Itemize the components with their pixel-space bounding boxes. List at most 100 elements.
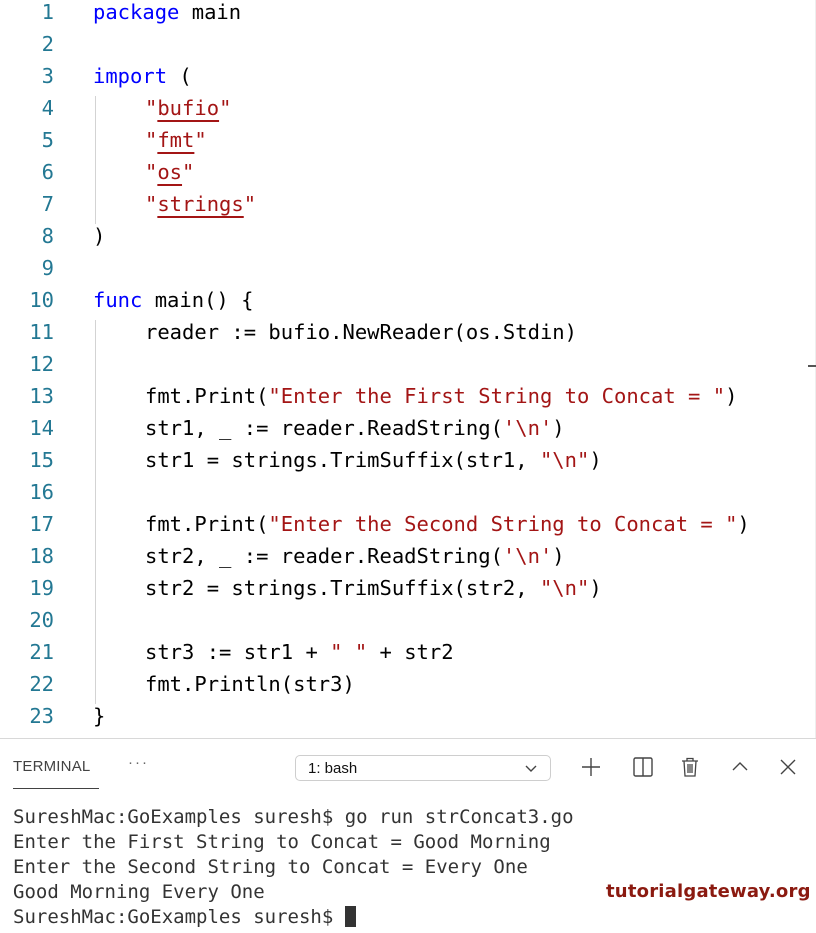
string: " ": [330, 640, 368, 664]
code-text: main: [179, 0, 242, 24]
terminal-panel: TERMINAL ··· 1: bash SureshMac:GoExample…: [0, 738, 816, 933]
line-number: 3: [41, 64, 54, 88]
line-number: 6: [41, 160, 54, 184]
code-line: 18 str2, _ := reader.ReadString('\n'): [0, 540, 816, 572]
line-number: 22: [29, 672, 54, 696]
string: ": [145, 96, 158, 120]
code-line: 22 fmt.Println(str3): [0, 668, 816, 700]
code-text: fmt.Print(: [145, 384, 269, 408]
line-number: 12: [29, 352, 54, 376]
string: ": [145, 160, 158, 184]
line-number: 1: [41, 0, 54, 24]
tab-terminal[interactable]: TERMINAL: [13, 758, 91, 775]
string: "\n": [539, 448, 590, 472]
string: "Enter the First String to Concat = ": [268, 384, 726, 408]
import-path[interactable]: strings: [157, 192, 244, 216]
line-number: 15: [29, 448, 54, 472]
code-line: 12: [0, 348, 816, 380]
terminal-output[interactable]: SureshMac:GoExamples suresh$ go run strC…: [13, 805, 574, 930]
line-number: 18: [29, 544, 54, 568]
scrollbar-marker: [808, 365, 816, 367]
line-number: 21: [29, 640, 54, 664]
line-number: 23: [29, 704, 54, 728]
code-line: 9: [0, 252, 816, 284]
terminal-line: SureshMac:GoExamples suresh$ go run strC…: [13, 806, 574, 828]
terminal-select-value: 1: bash: [308, 760, 358, 777]
chevron-down-icon: [525, 765, 537, 772]
string: '\n': [502, 416, 553, 440]
code-text: ): [589, 576, 602, 600]
code-line: 7 "strings": [0, 188, 816, 220]
code-text: str3 := str1 +: [145, 640, 331, 664]
code-line: 10 func main() {: [0, 284, 816, 316]
code-line: 11 reader := bufio.NewReader(os.Stdin): [0, 316, 816, 348]
keyword: func: [93, 288, 143, 312]
keyword: import: [93, 64, 168, 88]
code-text: fmt.Println(str3): [145, 672, 355, 696]
code-text: str1, _ := reader.ReadString(: [145, 416, 503, 440]
code-line: 6 "os": [0, 156, 816, 188]
terminal-prompt: SureshMac:GoExamples suresh$: [13, 906, 345, 928]
string: ": [243, 192, 257, 216]
indent-guide: [95, 96, 96, 224]
terminal-line: Good Morning Every One: [13, 881, 265, 903]
terminal-select[interactable]: 1: bash: [295, 755, 551, 781]
plus-icon[interactable]: [579, 755, 603, 779]
import-path[interactable]: fmt: [157, 128, 195, 152]
line-number: 16: [29, 480, 54, 504]
split-icon[interactable]: [631, 755, 655, 779]
string: ": [219, 96, 232, 120]
code-line: 16: [0, 476, 816, 508]
code-text: str2 = strings.TrimSuffix(str2,: [145, 576, 540, 600]
code-line: 14 str1, _ := reader.ReadString('\n'): [0, 412, 816, 444]
code-text: str2, _ := reader.ReadString(: [145, 544, 503, 568]
import-path[interactable]: bufio: [157, 96, 220, 120]
terminal-line: Enter the First String to Concat = Good …: [13, 831, 551, 853]
line-number: 7: [41, 192, 54, 216]
string: '\n': [502, 544, 553, 568]
code-line: 1 package main: [0, 0, 816, 28]
string: ": [145, 192, 158, 216]
active-tab-indicator: [13, 788, 99, 789]
line-number: 5: [41, 128, 54, 152]
line-number: 11: [29, 320, 54, 344]
trash-icon[interactable]: [678, 755, 702, 779]
chevron-up-icon[interactable]: [728, 755, 752, 779]
code-text: fmt.Print(: [145, 512, 269, 536]
code-text: ): [552, 544, 565, 568]
string: ": [145, 128, 158, 152]
indent-guide: [95, 320, 96, 704]
close-icon[interactable]: [776, 755, 800, 779]
terminal-line: Enter the Second String to Concat = Ever…: [13, 856, 528, 878]
code-text: reader := bufio.NewReader(os.Stdin): [145, 320, 577, 344]
string: ": [194, 128, 207, 152]
code-line: 2: [0, 28, 816, 60]
line-number: 9: [41, 256, 54, 280]
terminal-cursor: [344, 906, 356, 927]
code-line: 4 "bufio": [0, 92, 816, 124]
string: "Enter the Second String to Concat = ": [268, 512, 738, 536]
line-number: 4: [41, 96, 54, 120]
panel-tabbar: TERMINAL ··· 1: bash: [0, 739, 816, 789]
code-text: main() {: [142, 288, 254, 312]
watermark: tutorialgateway.org: [606, 881, 811, 902]
import-path[interactable]: os: [157, 160, 183, 184]
line-number: 8: [41, 224, 54, 248]
code-line: 8): [0, 220, 816, 252]
code-text: ): [552, 416, 565, 440]
more-icon[interactable]: ···: [128, 754, 149, 771]
code-text: ): [93, 224, 106, 248]
line-number: 10: [29, 288, 54, 312]
string: ": [182, 160, 195, 184]
code-text: (: [167, 64, 192, 88]
line-number: 14: [29, 416, 54, 440]
terminal-prompt-line: SureshMac:GoExamples suresh$: [13, 905, 574, 930]
code-line: 3 import (: [0, 60, 816, 92]
code-line: 20: [0, 604, 816, 636]
code-line: 5 "fmt": [0, 124, 816, 156]
keyword: package: [93, 0, 180, 24]
